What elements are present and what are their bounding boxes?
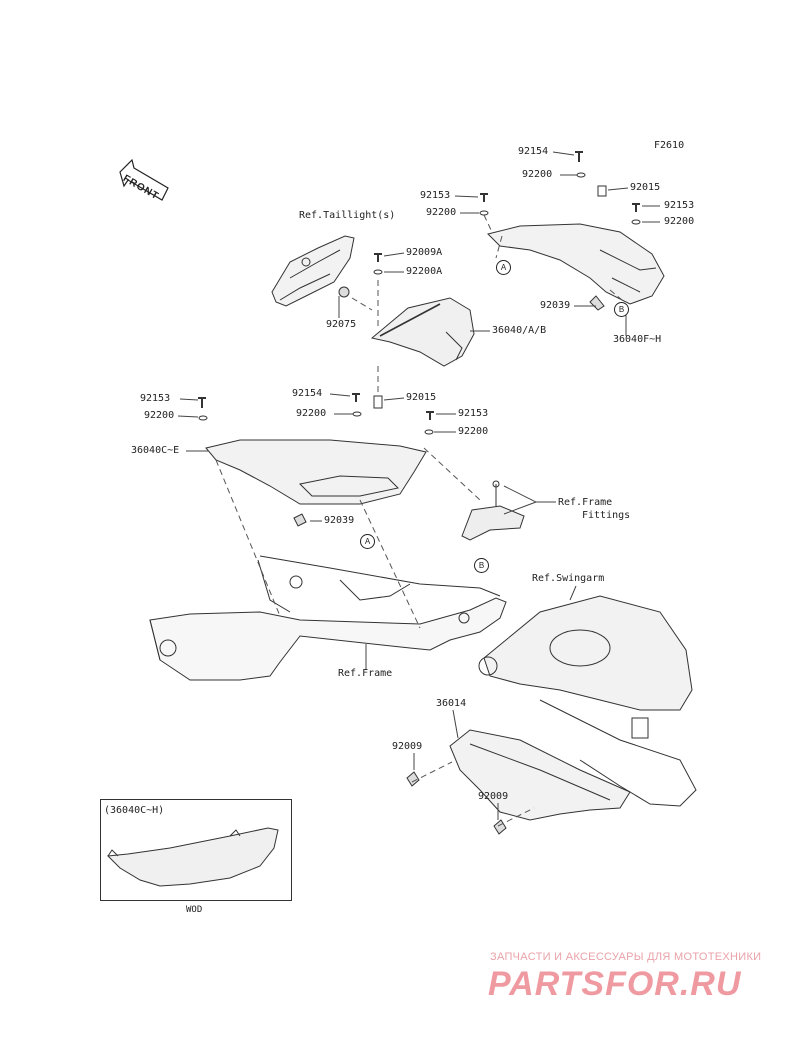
rear-frame	[149, 555, 507, 681]
leader-lines	[177, 151, 660, 820]
swingarm	[478, 595, 697, 807]
part-label-36014: 36014	[436, 698, 467, 709]
taillight-shape	[271, 235, 355, 307]
part-label-92154-top: 92154	[518, 146, 549, 157]
part-label-92009a: 92009A	[406, 247, 443, 258]
part-label-92009-b: 92009	[478, 791, 509, 802]
part-label-92009-a: 92009	[392, 741, 423, 752]
marker-a-frame: A	[360, 534, 375, 549]
inset-seat-cover	[106, 827, 279, 887]
front-direction-label: FRONT	[121, 173, 161, 203]
inset-box	[100, 799, 292, 901]
part-label-36040-ab: 36040/A/B	[492, 325, 547, 336]
part-label-36040-ce: 36040C~E	[131, 445, 180, 456]
ref-swingarm: Ref.Swingarm	[532, 573, 605, 584]
inset-note: WOD	[186, 905, 203, 915]
marker-b-frame: B	[474, 558, 489, 573]
watermark-logo: PARTSFOR.RU	[488, 965, 742, 1003]
watermark-tagline: ЗАПЧАСТИ И АКСЕССУАРЫ ДЛЯ МОТОТЕХНИКИ	[490, 951, 762, 963]
part-label-92200-mid: 92200	[426, 207, 457, 218]
part-label-92153-left: 92153	[140, 393, 171, 404]
part-label-92039-mid: 92039	[324, 515, 355, 526]
grommet-92075	[338, 286, 350, 298]
part-label-92200-top: 92200	[522, 169, 553, 180]
part-label-92200a: 92200A	[406, 266, 443, 277]
ref-frame-fittings-line2: Fittings	[582, 510, 631, 521]
part-label-36040-fh: 36040F~H	[613, 334, 662, 345]
bracket-frame-fittings	[461, 480, 525, 541]
part-label-92075: 92075	[326, 319, 357, 330]
side-cover-36040-ce	[205, 439, 427, 527]
part-label-92039-top: 92039	[540, 300, 571, 311]
marker-a-top: A	[496, 260, 511, 275]
ref-frame-fittings-line1: Ref.Frame	[558, 497, 613, 508]
side-cover-36040-fh	[487, 223, 665, 311]
part-label-92200-left: 92200	[144, 410, 175, 421]
marker-b-top: B	[614, 302, 629, 317]
figure-code: F2610	[654, 140, 685, 151]
part-label-92200-mid2: 92200	[296, 408, 327, 419]
part-label-92153-top: 92153	[664, 200, 695, 211]
part-label-92200-top-right: 92200	[664, 216, 695, 227]
front-direction-arrow	[119, 158, 169, 201]
part-label-92153-mid: 92153	[420, 190, 451, 201]
seat-cover-36040-ab	[370, 297, 475, 367]
chain-guard-36014	[449, 729, 631, 821]
part-label-92015-mid: 92015	[406, 392, 437, 403]
inset-title: (36040C~H)	[104, 805, 165, 816]
ref-frame: Ref.Frame	[338, 668, 393, 679]
part-label-92153-right2: 92153	[458, 408, 489, 419]
assembly-lines	[215, 214, 623, 827]
part-label-92015-top: 92015	[630, 182, 661, 193]
ref-taillight: Ref.Taillight(s)	[299, 210, 396, 221]
part-label-92154-mid: 92154	[292, 388, 323, 399]
part-label-92200-right2: 92200	[458, 426, 489, 437]
